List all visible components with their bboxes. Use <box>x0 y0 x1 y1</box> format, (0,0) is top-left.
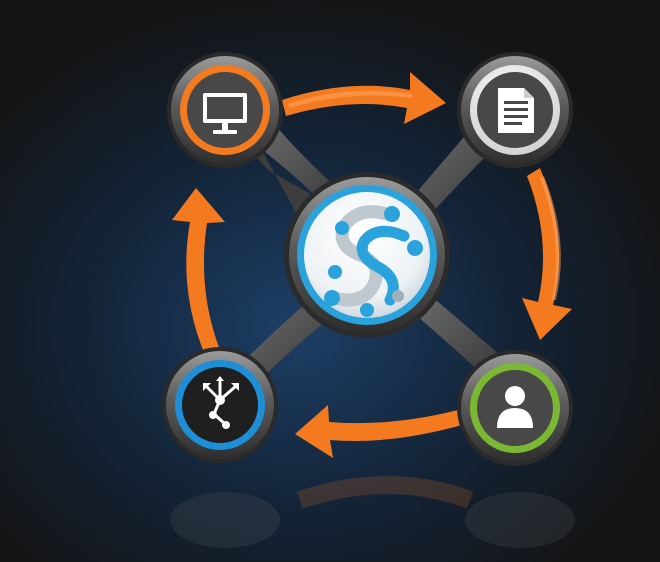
hub-node <box>284 172 450 338</box>
arrow-user-to-share <box>295 405 462 458</box>
monitor-icon <box>203 93 247 134</box>
display-node <box>167 52 283 168</box>
arrow-document-to-user <box>522 168 572 340</box>
share-network-icon <box>203 376 239 429</box>
network-logo-icon <box>324 205 423 317</box>
user-icon <box>497 386 533 428</box>
document-node <box>457 52 573 168</box>
document-icon <box>498 88 534 133</box>
arrow-share-to-display <box>172 188 225 355</box>
hub-connectors <box>220 118 500 382</box>
cycle-arrows <box>172 72 572 458</box>
arrow-display-to-document <box>282 72 446 124</box>
user-node <box>457 350 573 466</box>
floor-reflection <box>170 476 575 548</box>
cycle-arrow-highlights <box>288 90 561 300</box>
share-node <box>162 347 278 463</box>
